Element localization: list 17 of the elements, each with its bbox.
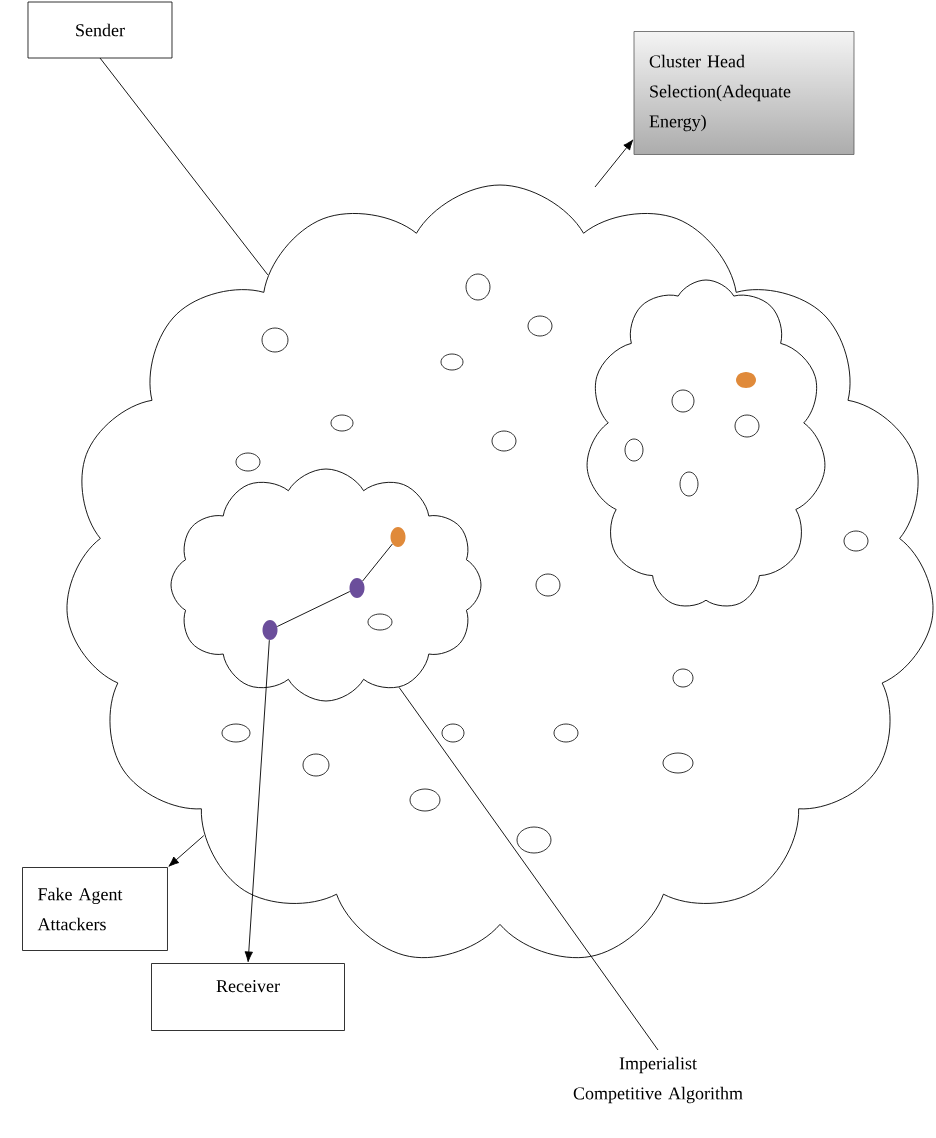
connector-line: [398, 686, 659, 1051]
label-box: Sender: [27, 1, 173, 59]
network-cloud: [586, 279, 826, 607]
connector-line: [276, 591, 351, 627]
connector-line: [99, 57, 269, 276]
arrow: [168, 835, 205, 867]
caption-text: Imperialist Competitive Algorithm: [573, 1056, 743, 1104]
sensor-node: [349, 578, 365, 598]
arrow: [244, 639, 270, 963]
connector-line: [362, 543, 393, 582]
label-box: Cluster Head Selection(Adequate Energy): [633, 31, 855, 155]
network-cloud: [170, 468, 482, 702]
sensor-node: [390, 527, 406, 547]
sensor-node: [262, 620, 278, 640]
label-box: Receiver: [151, 963, 345, 1031]
arrow: [594, 139, 634, 188]
label-box: Fake Agent Attackers: [22, 867, 168, 951]
